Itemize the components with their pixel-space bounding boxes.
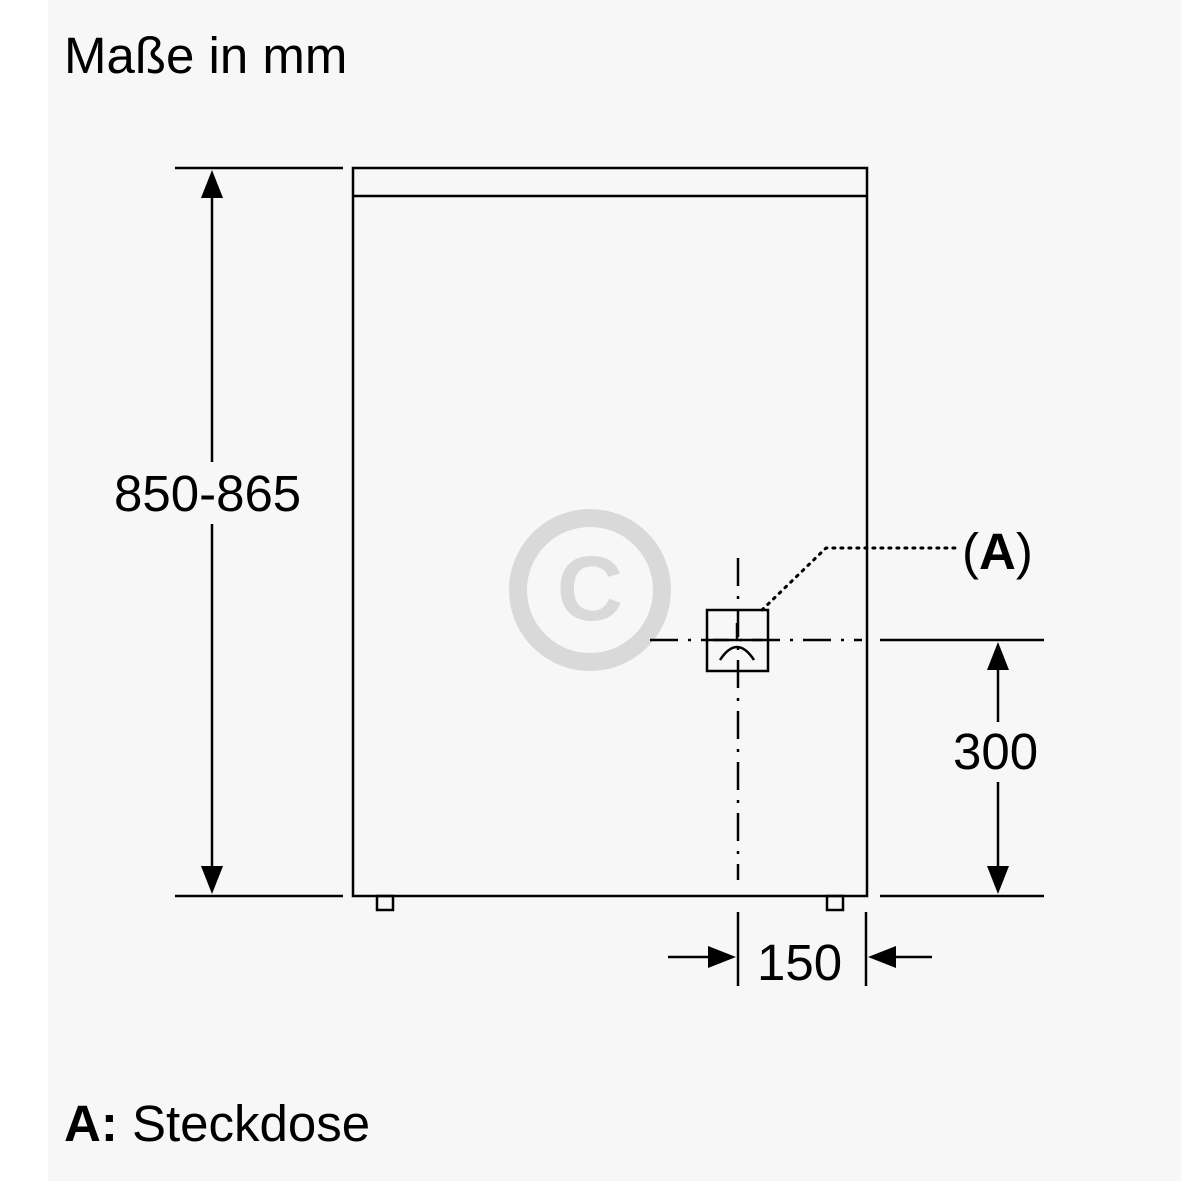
outlet-callout: (A) (962, 526, 1033, 577)
svg-text:C: C (557, 538, 623, 640)
height-dimension (175, 166, 343, 898)
height-dimension-label: 850-865 (114, 465, 302, 522)
appliance-outline (351, 166, 869, 912)
outlet-height-dimension (880, 638, 1044, 898)
page-title: Maße in mm (64, 27, 348, 84)
outlet-height-label: 300 (953, 723, 1039, 780)
copyright-icon: C (509, 509, 671, 671)
callout-close-paren: ) (1015, 523, 1033, 580)
foot-left (375, 894, 395, 912)
callout-letter: A (978, 523, 1016, 580)
outlet-offset-dimension (668, 912, 932, 986)
foot-right (825, 894, 845, 912)
legend-text: Steckdose (132, 1095, 371, 1152)
callout-open-paren: ( (962, 523, 979, 580)
legend-key: A: (64, 1095, 118, 1152)
legend: A: Steckdose (64, 1098, 370, 1149)
outlet-offset-label: 150 (757, 934, 843, 991)
center-lines (650, 558, 862, 880)
callout-leader (760, 546, 960, 612)
